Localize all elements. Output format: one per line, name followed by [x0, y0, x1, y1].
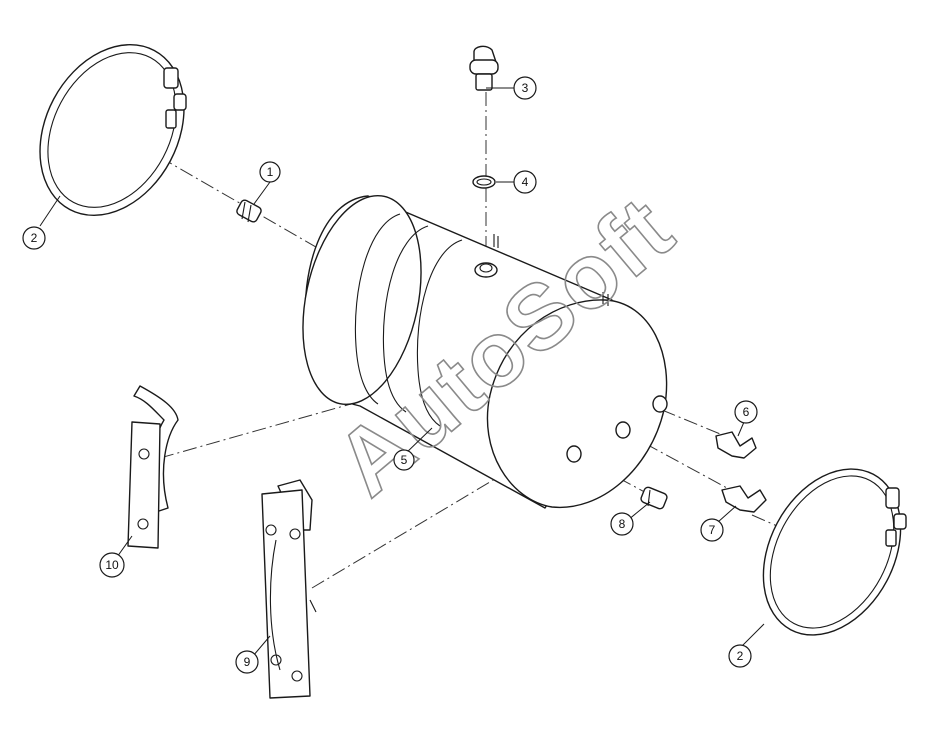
- strap-left: [39, 44, 187, 216]
- callout-3-label: 3: [522, 81, 529, 95]
- callout-6: 6: [734, 400, 758, 424]
- callout-8-label: 8: [619, 517, 626, 531]
- fuel-tank: [302, 194, 668, 509]
- callout-8: 8: [610, 512, 634, 536]
- callout-2b-label: 2: [737, 649, 744, 663]
- bracket-9: [261, 479, 317, 699]
- callout-5-label: 5: [401, 453, 408, 467]
- callout-1: 1: [259, 161, 281, 183]
- elbow-6: [715, 431, 757, 459]
- callout-4-label: 4: [522, 175, 529, 189]
- fitting-1: [236, 199, 262, 223]
- callout-3: 3: [513, 76, 537, 100]
- callout-5: 5: [393, 449, 415, 471]
- callout-4: 4: [513, 170, 537, 194]
- bracket-10: [127, 385, 179, 549]
- callout-7: 7: [700, 518, 724, 542]
- elbow-7: [721, 485, 767, 513]
- filler-cap: [469, 45, 499, 91]
- callout-2a-label: 2: [31, 231, 38, 245]
- callout-2b: 2: [728, 644, 752, 668]
- callout-7-label: 7: [709, 523, 716, 537]
- callout-10: 10: [99, 552, 125, 578]
- leader-lines: [39, 87, 765, 657]
- callout-9: 9: [235, 650, 259, 674]
- o-ring: [472, 175, 496, 189]
- strap-right: [762, 468, 907, 636]
- callout-2a: 2: [22, 226, 46, 250]
- nipple-8: [640, 486, 668, 510]
- callout-9-label: 9: [244, 655, 251, 669]
- callout-1-label: 1: [267, 165, 274, 179]
- callout-6-label: 6: [743, 405, 750, 419]
- callout-10-label: 10: [105, 558, 119, 572]
